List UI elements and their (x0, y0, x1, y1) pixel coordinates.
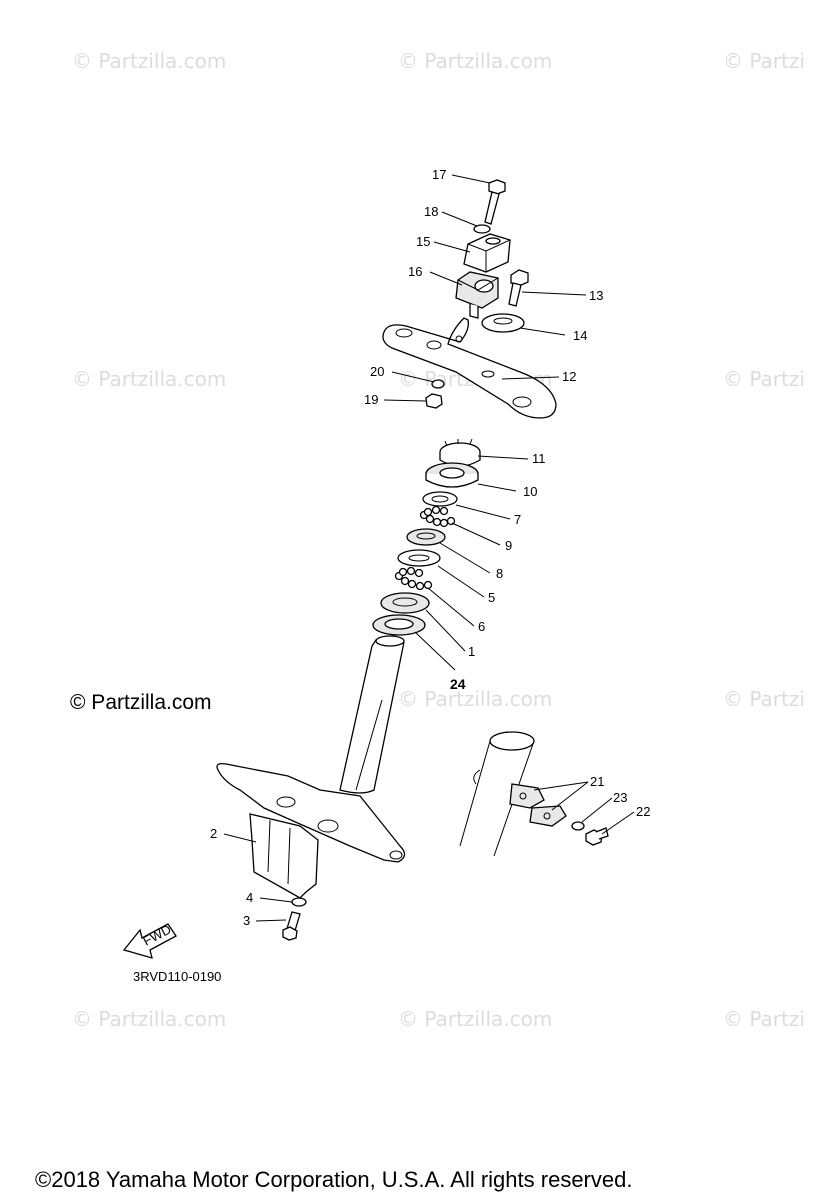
part-19-nut[interactable] (425, 393, 443, 409)
part-23-washer[interactable] (571, 821, 585, 831)
callout-11: 11 (532, 451, 546, 466)
part-24-seal[interactable] (372, 614, 426, 636)
watermark: © Partzilla.com (72, 49, 226, 73)
part-4-washer[interactable] (291, 897, 307, 907)
callout-20: 20 (370, 364, 384, 379)
part-11-ring-nut[interactable] (439, 438, 481, 467)
watermark: © Partzilla.com (398, 49, 552, 73)
callout-7: 7 (514, 512, 521, 527)
watermark: © Partzilla.com (398, 1007, 552, 1031)
callout-18: 18 (424, 204, 438, 219)
callout-15: 15 (416, 234, 430, 249)
watermark: © Partzi (723, 49, 805, 73)
part-22-bolt[interactable] (585, 827, 609, 846)
callout-10: 10 (523, 484, 537, 499)
watermark: © Partzi (723, 687, 805, 711)
copyright-notice: ©2018 Yamaha Motor Corporation, U.S.A. A… (35, 1167, 632, 1192)
part-3-bolt[interactable] (282, 911, 301, 941)
callout-1: 1 (468, 644, 475, 659)
part-8-ball-race[interactable] (406, 528, 446, 546)
callout-14: 14 (573, 328, 587, 343)
diagram-code: 3RVD110-0190 (133, 969, 221, 984)
watermark-main: © Partzilla.com (70, 691, 212, 714)
callout-24: 24 (450, 676, 466, 692)
callout-23: 23 (613, 790, 627, 805)
fwd-arrow-icon: FWD (122, 922, 177, 959)
part-17-bolt[interactable] (484, 179, 506, 225)
leader-lines (223, 174, 635, 922)
part-5-ball-race[interactable] (397, 549, 441, 567)
callout-4: 4 (246, 890, 253, 905)
callout-6: 6 (478, 619, 485, 634)
part-21-clamp[interactable] (509, 783, 567, 827)
part-1-ball-race[interactable] (380, 592, 430, 614)
callout-19: 19 (364, 392, 378, 407)
callout-22: 22 (636, 804, 650, 819)
part-16-holder-lower[interactable] (455, 271, 499, 319)
callout-3: 3 (243, 913, 250, 928)
part-18-washer[interactable] (473, 224, 491, 234)
part-12-upper-bracket[interactable] (382, 317, 557, 419)
callout-13: 13 (589, 288, 603, 303)
watermark: © Partzi (723, 367, 805, 391)
part-20-washer[interactable] (431, 379, 445, 389)
callout-17: 17 (432, 167, 446, 182)
callout-9: 9 (505, 538, 512, 553)
part-2-cable-guide[interactable] (249, 813, 319, 899)
part-7-ball-race[interactable] (422, 491, 458, 507)
callout-5: 5 (488, 590, 495, 605)
watermark: © Partzilla.com (72, 367, 226, 391)
callout-21: 21 (590, 774, 604, 789)
callout-8: 8 (496, 566, 503, 581)
part-15-holder-upper[interactable] (463, 233, 511, 273)
callout-2: 2 (210, 826, 217, 841)
callout-12: 12 (562, 369, 576, 384)
part-14-damper[interactable] (481, 313, 525, 333)
watermark: © Partzilla.com (72, 1007, 226, 1031)
part-6-bearing-balls[interactable] (394, 566, 433, 591)
part-10-bearing-cover[interactable] (425, 462, 479, 488)
part-9-bearing-balls[interactable] (419, 505, 456, 528)
callout-labels: 17 18 15 16 13 14 12 20 19 11 10 7 9 8 5… (210, 167, 650, 928)
watermark: © Partzi (723, 1007, 805, 1031)
watermark: © Partzilla.com (398, 687, 552, 711)
callout-16: 16 (408, 264, 422, 279)
steering-stem[interactable] (216, 635, 406, 863)
part-13-bolt[interactable] (508, 269, 529, 307)
